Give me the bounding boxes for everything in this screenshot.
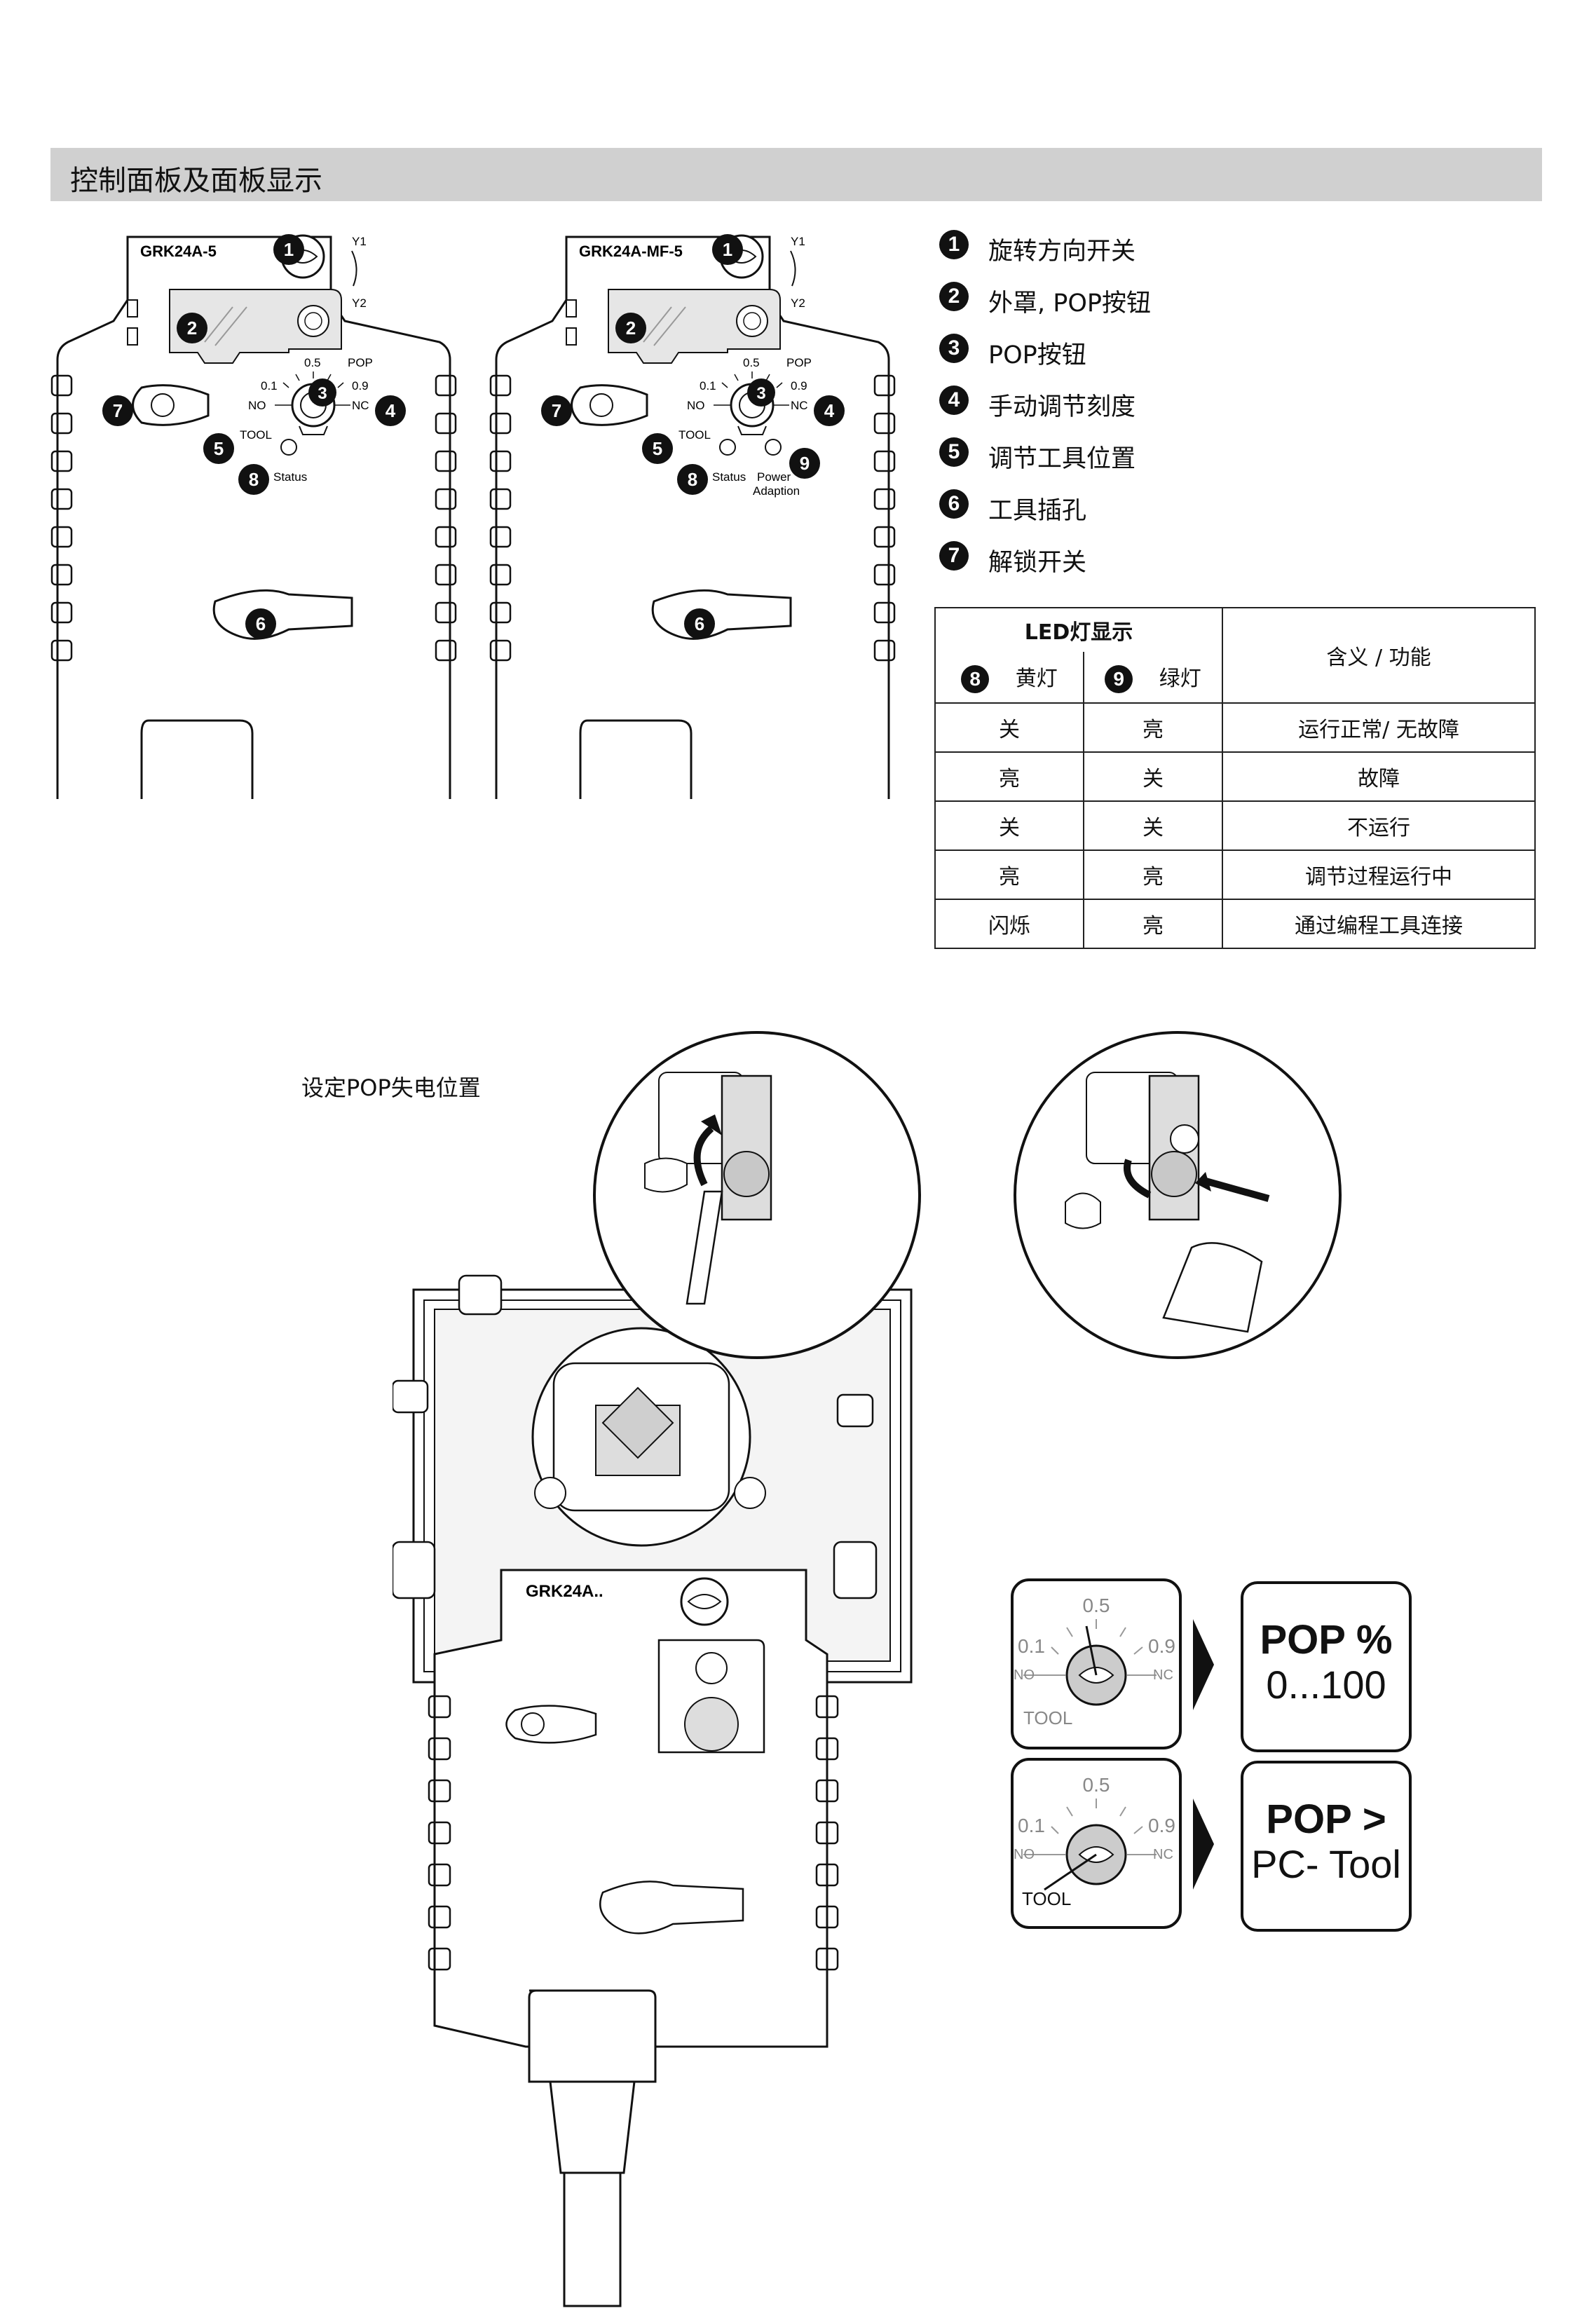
svg-text:0.1: 0.1 — [700, 379, 716, 393]
svg-text:Y1: Y1 — [352, 235, 367, 248]
panel-model-label: GRK24A-5 — [140, 243, 217, 260]
svg-text:NC: NC — [791, 399, 808, 412]
marker-1: 1 — [712, 234, 743, 265]
control-panel-drawings: GRK24A-5 Y1 Y2 0.5 POP 0.1 0.9 NO NC TOO… — [50, 234, 896, 799]
svg-text:7: 7 — [113, 400, 123, 421]
svg-text:7: 7 — [552, 400, 561, 421]
svg-text:TOOL: TOOL — [240, 428, 272, 442]
svg-text:0.5: 0.5 — [743, 356, 760, 369]
svg-text:5: 5 — [214, 438, 224, 459]
svg-text:NC: NC — [1153, 1667, 1173, 1683]
svg-text:Power: Power — [757, 470, 791, 484]
svg-text:0.9: 0.9 — [1148, 1635, 1175, 1657]
svg-text:TOOL: TOOL — [678, 428, 711, 442]
marker-1: 1 — [273, 234, 304, 265]
table-row: 关亮运行正常/ 无故障 — [934, 702, 1536, 753]
svg-text:0.1: 0.1 — [261, 379, 278, 393]
svg-text:0.5: 0.5 — [1083, 1774, 1110, 1796]
section-title: 控制面板及面板显示 — [70, 165, 322, 197]
actuator-illustration: GRK24A.. — [393, 1031, 1342, 2307]
svg-text:8: 8 — [688, 469, 697, 490]
pop-percent-box: POP % 0...100 — [1241, 1581, 1412, 1752]
panel-model-label: GRK24A-MF-5 — [579, 243, 683, 260]
marker-5: 5 — [642, 433, 673, 464]
svg-text:Y1: Y1 — [791, 235, 805, 248]
svg-text:POP: POP — [348, 356, 373, 369]
svg-text:0.9: 0.9 — [791, 379, 807, 393]
svg-text:NC: NC — [1153, 1847, 1173, 1862]
svg-text:Adaption: Adaption — [753, 484, 800, 498]
svg-text:0.1: 0.1 — [1018, 1815, 1045, 1836]
marker-2: 2 — [615, 313, 646, 343]
svg-text:1: 1 — [723, 239, 732, 260]
svg-text:1: 1 — [284, 239, 294, 260]
svg-text:NO: NO — [248, 399, 266, 412]
marker-2: 2 — [177, 313, 207, 343]
led-table: LED灯显示 含义 / 功能 8 黄灯 9 绿灯 关亮运行正常/ 无故障 亮关故… — [934, 607, 1536, 949]
marker-7: 7 — [541, 395, 572, 426]
green-led-header: 9 绿灯 — [1083, 652, 1223, 704]
dial-box-2: 0.5 0.1 0.9 NO NC TOOL — [1011, 1758, 1214, 1929]
marker-6: 6 — [245, 608, 276, 639]
dial-box-1: 0.5 0.1 0.9 NO NC TOOL — [1011, 1578, 1214, 1749]
svg-text:0.9: 0.9 — [1148, 1815, 1175, 1836]
svg-text:POP: POP — [786, 356, 812, 369]
svg-text:NC: NC — [352, 399, 369, 412]
svg-text:6: 6 — [256, 613, 266, 634]
svg-text:9: 9 — [800, 453, 810, 474]
svg-text:5: 5 — [653, 438, 662, 459]
marker-3: 3 — [747, 378, 775, 407]
marker-5: 5 — [203, 433, 234, 464]
panel-grk24a-mf-5: GRK24A-MF-5 Y1 Y2 0.5 POP 0.1 0.9 NO NC … — [489, 234, 896, 799]
table-row: 闪烁亮通过编程工具连接 — [934, 899, 1536, 949]
svg-text:2: 2 — [626, 318, 636, 339]
svg-text:Y2: Y2 — [791, 296, 805, 310]
pop-setting-title: 设定POP失电位置 — [301, 1074, 481, 1101]
panel-grk24a-5: GRK24A-5 Y1 Y2 0.5 POP 0.1 0.9 NO NC TOO… — [50, 234, 457, 799]
svg-text:TOOL: TOOL — [1023, 1707, 1072, 1728]
marker-8: 8 — [238, 464, 269, 495]
marker-9: 9 — [789, 448, 820, 479]
device-label: GRK24A.. — [526, 1582, 603, 1601]
dial-diagrams: 0.5 0.1 0.9 NO NC TOOL 0.5 0.1 0.9 NO NC… — [1011, 1578, 1214, 1929]
table-row: 关关不运行 — [934, 800, 1536, 851]
svg-text:6: 6 — [695, 613, 704, 634]
svg-text:0.9: 0.9 — [352, 379, 369, 393]
marker-4: 4 — [814, 395, 845, 426]
svg-text:4: 4 — [824, 400, 835, 421]
marker-8: 8 — [677, 464, 708, 495]
svg-text:0.5: 0.5 — [1083, 1595, 1110, 1616]
marker-3: 3 — [308, 378, 336, 407]
svg-text:Status: Status — [273, 470, 307, 484]
svg-text:Y2: Y2 — [352, 296, 367, 310]
svg-text:NO: NO — [687, 399, 705, 412]
yellow-led-header: 8 黄灯 — [934, 652, 1084, 704]
svg-text:8: 8 — [249, 469, 259, 490]
meaning-header: 含义 / 功能 — [1222, 607, 1536, 704]
led-header: LED灯显示 — [934, 607, 1223, 652]
svg-text:4: 4 — [386, 400, 396, 421]
marker-4: 4 — [375, 395, 406, 426]
svg-text:2: 2 — [187, 318, 197, 339]
svg-text:0.1: 0.1 — [1018, 1635, 1045, 1657]
svg-text:TOOL: TOOL — [1022, 1888, 1071, 1909]
marker-7: 7 — [102, 395, 133, 426]
table-row: 亮亮调节过程运行中 — [934, 849, 1536, 900]
svg-text:NO: NO — [1014, 1847, 1035, 1862]
svg-text:3: 3 — [756, 384, 765, 403]
svg-text:Status: Status — [712, 470, 746, 484]
table-row: 亮关故障 — [934, 751, 1536, 802]
marker-6: 6 — [684, 608, 715, 639]
svg-text:3: 3 — [318, 384, 327, 403]
svg-text:0.5: 0.5 — [304, 356, 321, 369]
section-header: 控制面板及面板显示 — [50, 148, 1542, 201]
svg-text:NO: NO — [1014, 1667, 1035, 1683]
pop-pc-tool-box: POP > PC- Tool — [1241, 1761, 1412, 1932]
